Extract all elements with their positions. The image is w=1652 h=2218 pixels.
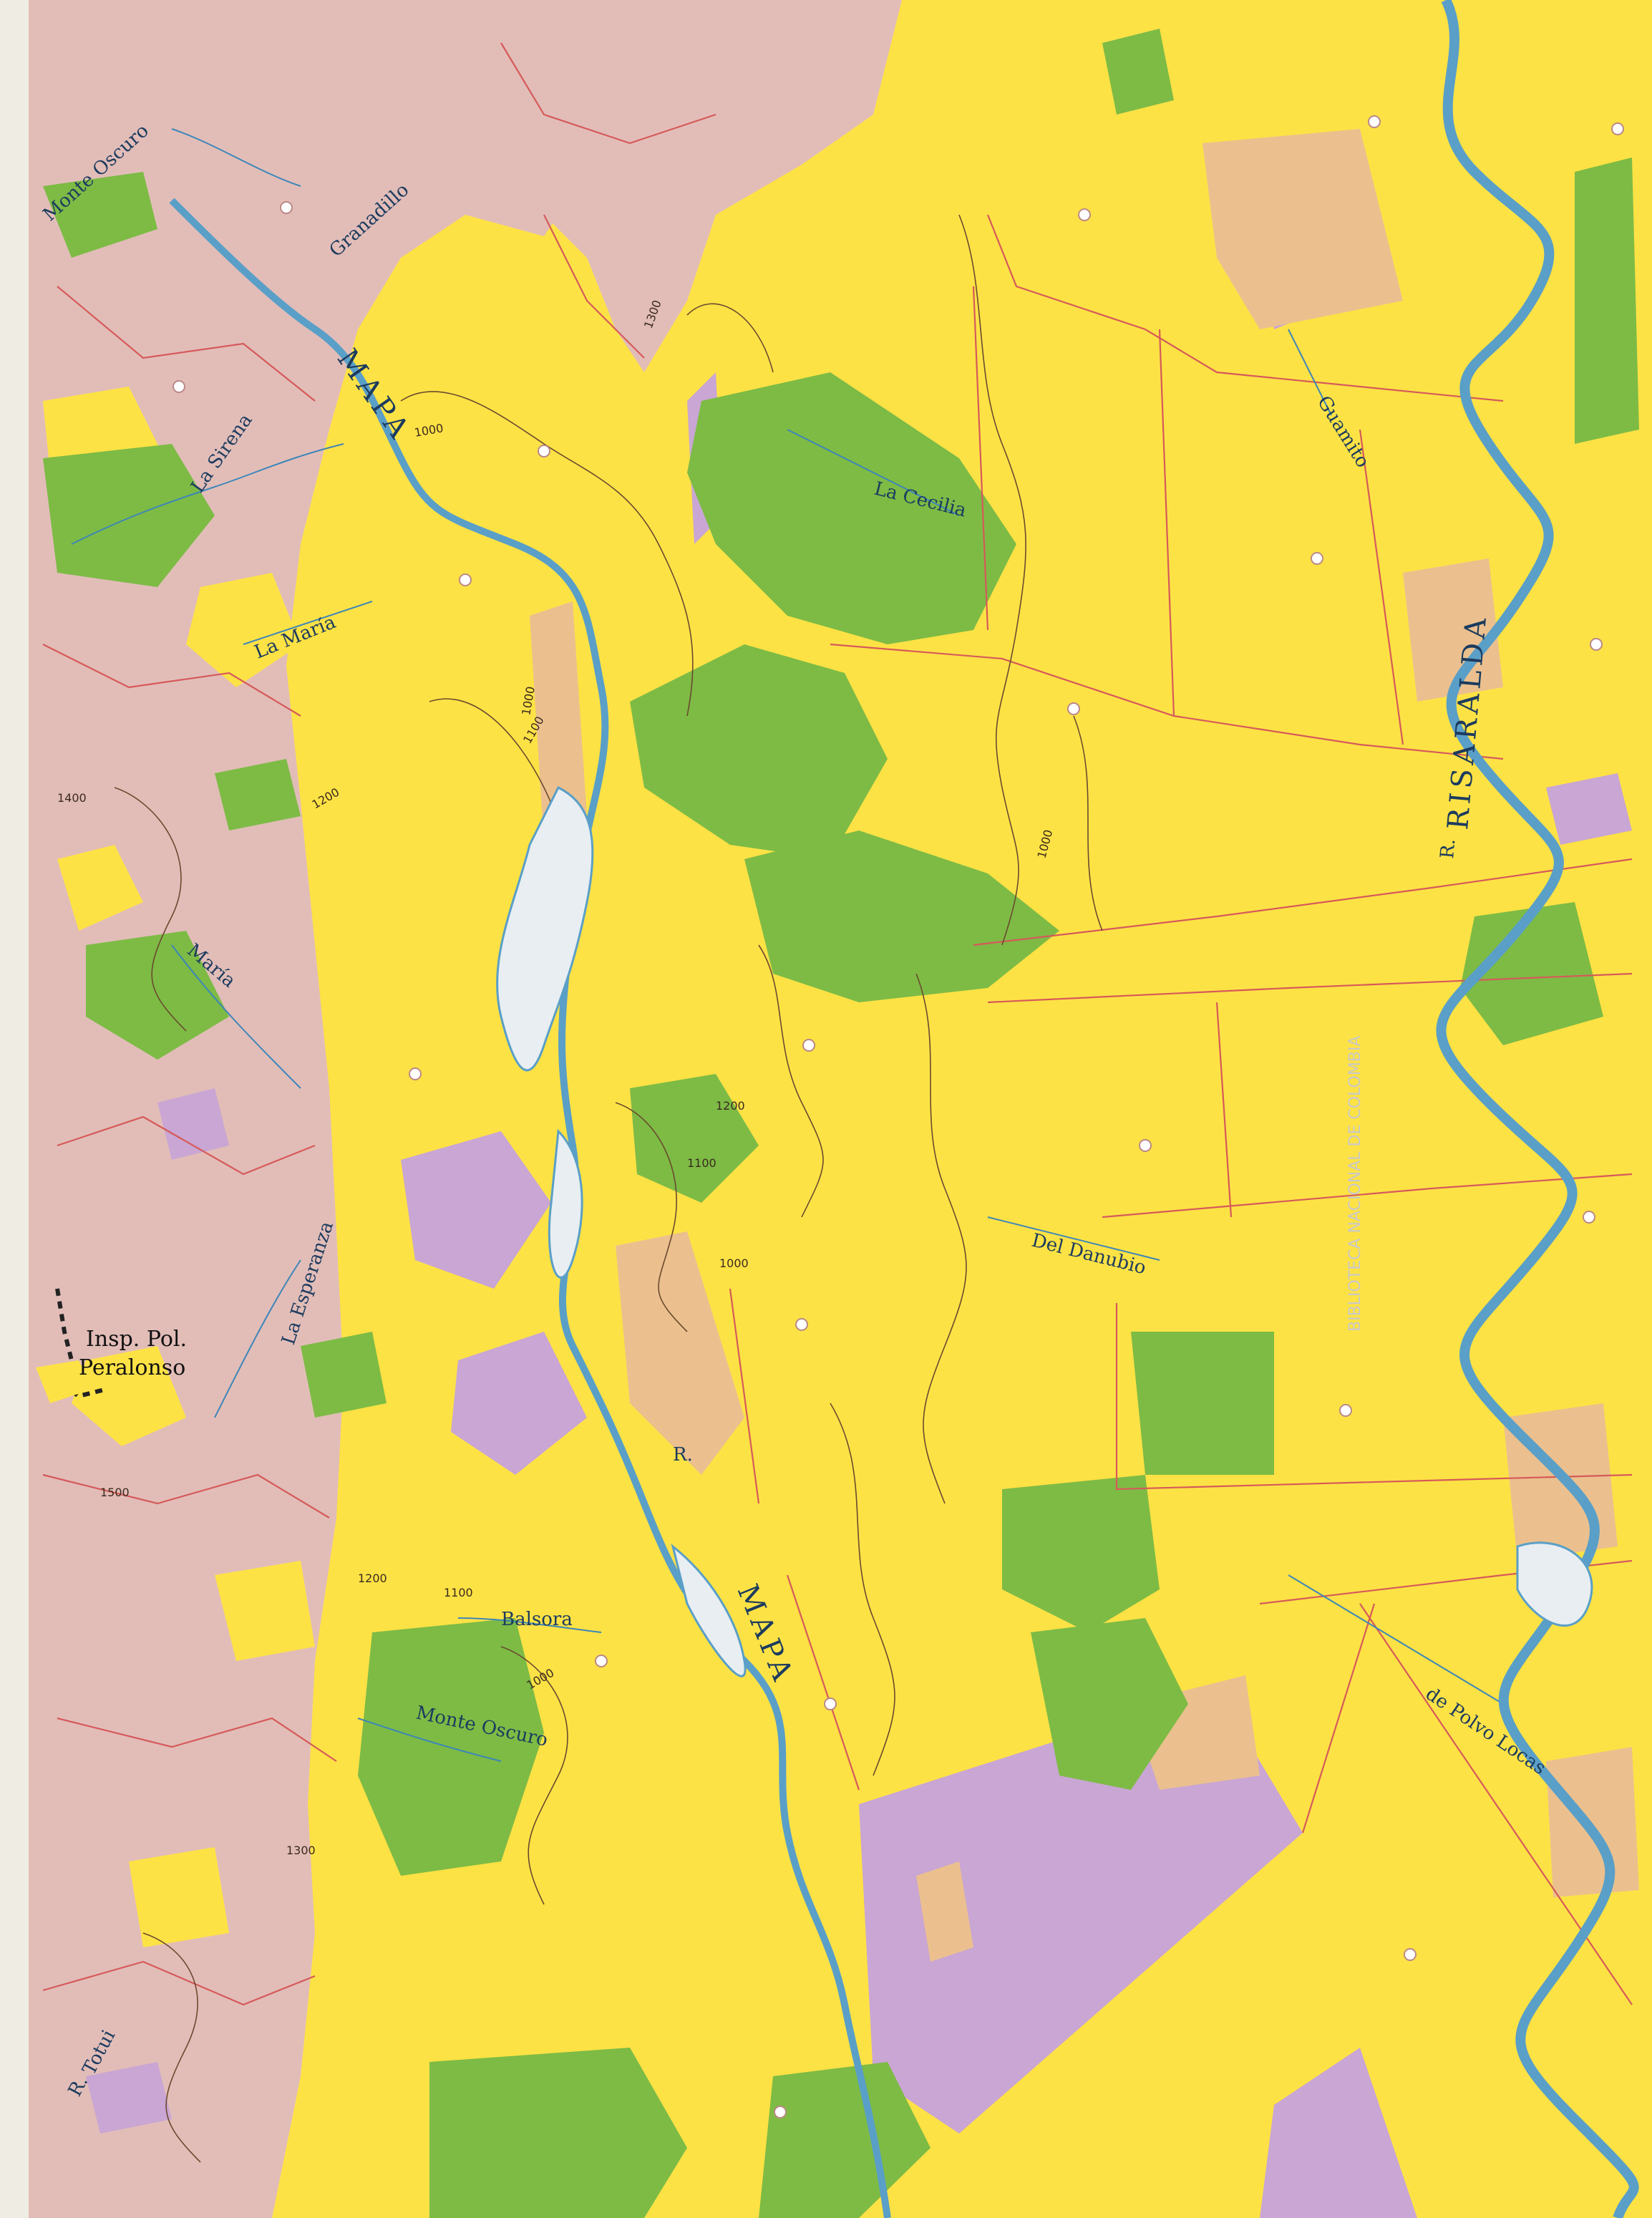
contour-label: 1400 [57,791,87,805]
contour-label: 1100 [687,1156,716,1170]
town-label-line1: Insp. Pol. [86,1327,187,1352]
pasture-patch [72,1346,186,1446]
pasture-patch [186,573,301,687]
forest-patch [630,1074,759,1203]
lavender-patch [451,1332,587,1475]
streams [71,128,1504,1762]
river-sandbar [548,1128,583,1279]
forest-patch [43,444,215,587]
contour-label: 1100 [444,1586,473,1599]
contour-label: 1200 [358,1572,387,1585]
town-label-line2: Peralonso [79,1355,185,1380]
forest-patch [1460,902,1603,1045]
river-risaralda [1436,0,1639,2218]
forest-patch [1102,29,1174,115]
river-sandbar [671,1544,747,1677]
river-sandbar [1516,1541,1593,1627]
label-r-risaralda-prefix: R. [1437,838,1459,859]
library-stamp: BIBLIOTECA NACIONAL DE COLOMBIA [1346,1036,1364,1332]
lavender-patch [401,1131,551,1289]
lavender-patch [859,1690,1303,2134]
forest-patch [759,2062,931,2218]
farm-markers [173,115,1624,2118]
scrub-patch [1403,558,1503,702]
forest-patch [358,1618,544,1876]
lavender-patch [86,2062,172,2134]
contour-label: 1300 [286,1844,316,1857]
forest-patch [687,372,1016,644]
scrub-patch [530,601,587,845]
river-sandbar [496,785,594,1072]
forest-patch [301,1332,387,1418]
river-mapa [169,198,891,2218]
forest-patch [429,2048,687,2218]
forest-patch [1575,158,1639,444]
contour-label: 1500 [100,1486,130,1499]
contour-label: 1200 [716,1099,745,1113]
scrub-patch [1202,129,1403,329]
contour-label: 1000 [719,1256,749,1270]
lavender-patch [157,1088,229,1160]
forest-patch [215,759,301,830]
label-r-mapa-mid: R. [673,1444,693,1466]
forest-patch [1031,1618,1188,1790]
scrub-patch [1546,1747,1639,1897]
crops-zone-north [458,0,902,372]
town-area [36,1360,93,1403]
pasture-patch [215,1561,315,1661]
pasture-patch [129,1847,229,1947]
property-boundaries [42,42,1633,2006]
label-q-balsora: Balsora [501,1609,573,1630]
forest-patch [1002,1475,1160,1632]
scrub-patch [1503,1403,1618,1561]
forest-patch [744,830,1059,1002]
town-boundary [54,1288,108,1399]
crops-zone-west [29,0,895,2218]
scrub-patch [916,1861,973,1962]
scrub-patch [616,1231,744,1475]
forest-patch [43,172,157,258]
forest-patch [630,644,888,859]
lavender-patch [1260,2048,1417,2218]
lavender-patch [1546,773,1632,845]
forest-patch [1131,1332,1274,1475]
page-margin-left [0,0,29,2218]
pasture-patch [57,845,143,931]
contour-lines [114,214,1103,2163]
